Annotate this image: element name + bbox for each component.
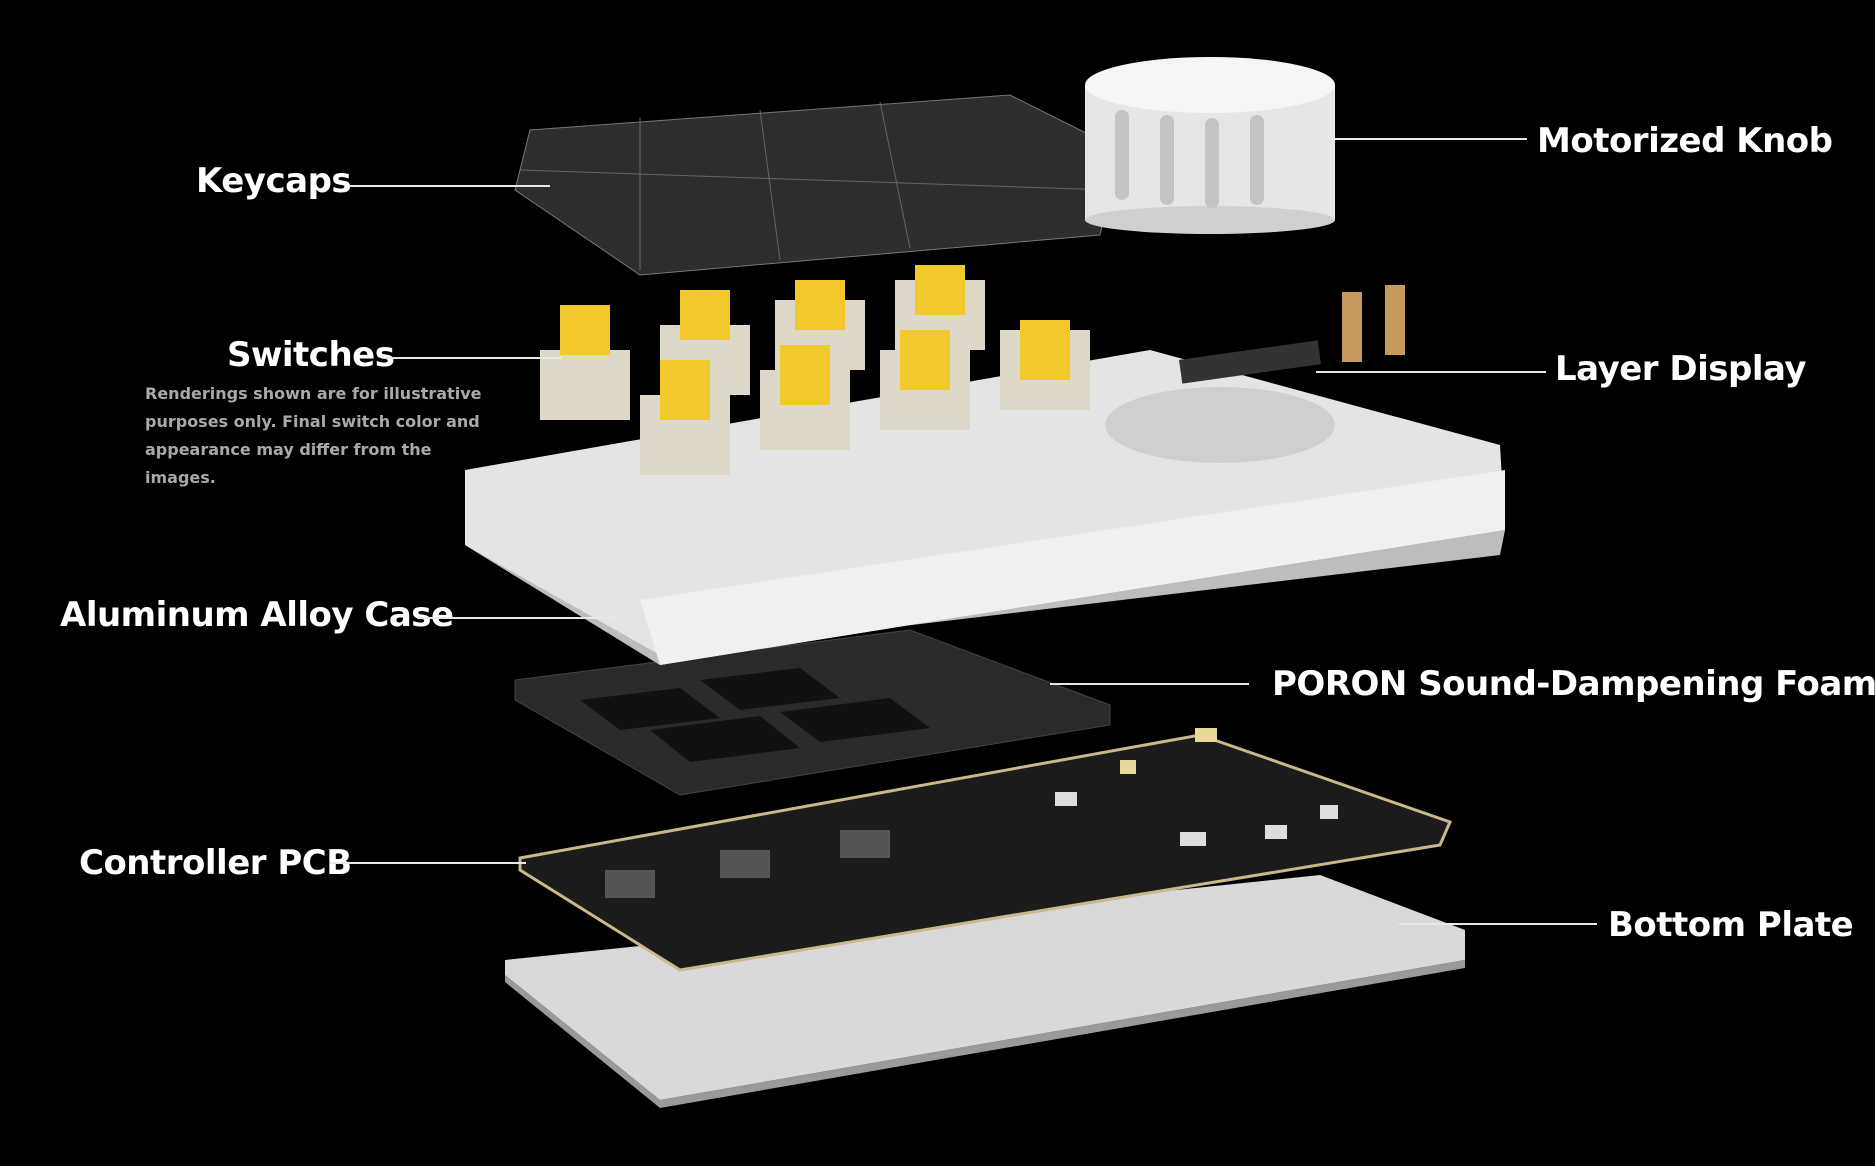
- label-switches: Switches: [227, 335, 395, 375]
- keycaps: [514, 94, 1121, 276]
- leader-line-layer-display: [1316, 371, 1546, 373]
- leader-line-switches: [385, 357, 562, 359]
- switches: [540, 265, 1090, 475]
- label-foam: PORON Sound-Dampening Foam: [1272, 664, 1875, 704]
- leader-line-keycaps: [350, 185, 550, 187]
- bottom-plate: [505, 875, 1465, 1100]
- label-pcb: Controller PCB: [79, 843, 352, 883]
- leader-line-pcb: [330, 862, 526, 864]
- leader-line-case: [417, 617, 616, 619]
- leader-line-foam: [1050, 683, 1249, 685]
- leader-line-knob: [1333, 138, 1527, 140]
- label-layer-display: Layer Display: [1555, 349, 1807, 389]
- layer-display: [1179, 340, 1321, 384]
- leader-line-bottom-plate: [1399, 923, 1597, 925]
- disclaimer-line: purposes only. Final switch color and: [145, 412, 480, 431]
- label-case: Aluminum Alloy Case: [60, 595, 454, 635]
- disclaimer-line: Renderings shown are for illustrative: [145, 384, 482, 403]
- label-keycaps: Keycaps: [196, 161, 352, 201]
- label-bottom-plate: Bottom Plate: [1608, 905, 1854, 945]
- label-motorized-knob: Motorized Knob: [1537, 121, 1833, 161]
- motorized-knob: [1085, 57, 1335, 234]
- disclaimer-line: appearance may differ from the images.: [145, 440, 432, 487]
- disclaimer-note: Renderings shown are for illustrative pu…: [145, 380, 485, 492]
